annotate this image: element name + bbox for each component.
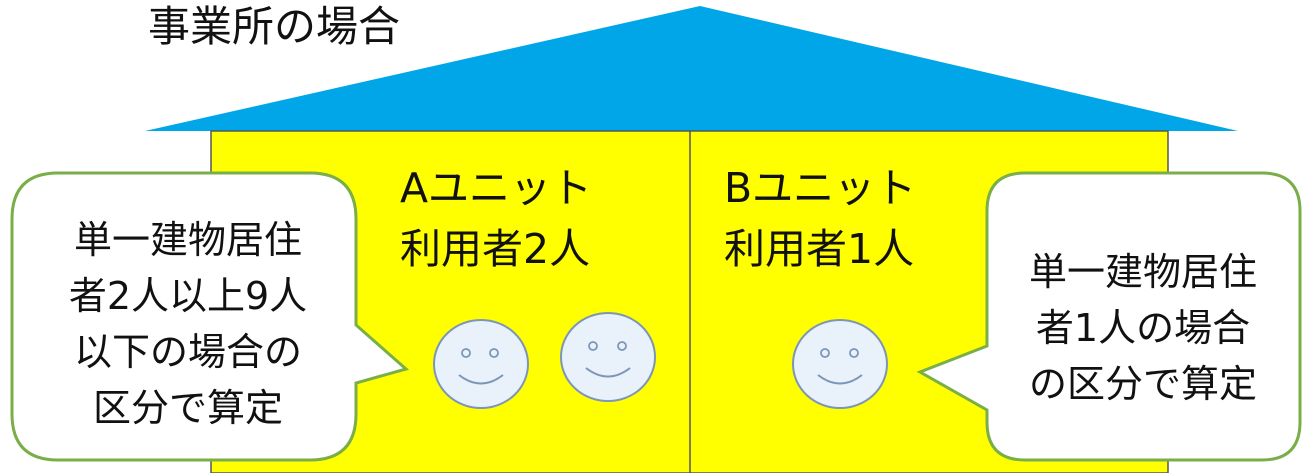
roof-triangle — [145, 6, 1238, 131]
right-callout-line-3: の区分で算定 — [1028, 362, 1257, 406]
page-title: 事業所の場合 — [148, 2, 401, 51]
right-callout-line-2: 者1人の場合 — [1035, 306, 1251, 350]
unit-b-name: Bユニット — [724, 164, 917, 212]
unit-b-users: 利用者1人 — [724, 225, 915, 273]
left-callout-line-2: 者2人以上9人 — [68, 274, 308, 318]
left-callout-bubble — [10, 171, 410, 462]
left-callout-line-4: 区分で算定 — [92, 386, 283, 430]
left-callout-line-3: 以下の場合の — [73, 330, 302, 374]
unit-a-users: 利用者2人 — [400, 225, 591, 273]
right-callout-bubble — [916, 171, 1302, 462]
right-callout-line-1: 単一建物居住 — [1028, 250, 1257, 294]
smiley-face-a1 — [433, 319, 529, 409]
left-callout-line-1: 単一建物居住 — [73, 218, 302, 262]
unit-a-name: Aユニット — [400, 164, 593, 212]
smiley-face-a2 — [560, 312, 656, 402]
smiley-face-b1 — [792, 319, 888, 409]
